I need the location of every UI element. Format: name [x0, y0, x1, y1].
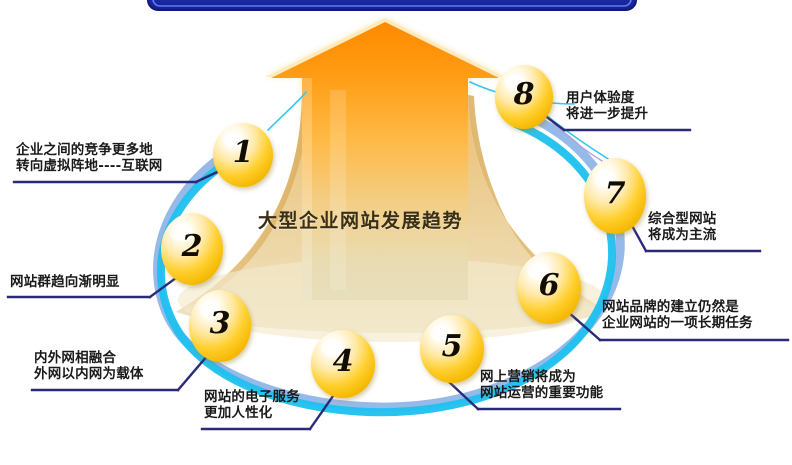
- bubble-number-8[interactable]: 8: [513, 77, 535, 112]
- center-title: 大型企业网站发展趋势: [258, 210, 464, 232]
- callout-label-4[interactable]: 网站的电子服务更加人性化: [204, 389, 300, 422]
- callout-label-3[interactable]: 内外网相融合外网以内网为载体: [34, 350, 144, 383]
- bubble-highlight-1: [223, 132, 244, 148]
- callout-line: 网上营销将成为: [480, 369, 576, 385]
- callout-leader-5: [446, 379, 480, 411]
- callout-line: 企业网站的一项长期任务: [602, 315, 753, 332]
- callout-line: 网站群趋向渐明显: [10, 274, 120, 290]
- bubble-highlight-6: [527, 262, 550, 281]
- callout-line: 企业之间的竞争更多地: [16, 142, 153, 158]
- numbered-bubbles: [161, 65, 646, 398]
- callout-label-8[interactable]: 用户体验度将进一步提升: [566, 90, 648, 123]
- callout-line: 内外网相融合: [34, 350, 117, 366]
- bubble-highlight-4: [321, 340, 344, 357]
- upward-growth-arrow: [271, 22, 499, 300]
- callout-line: 将成为主流: [648, 227, 717, 244]
- bubble-highlight-2: [171, 223, 193, 242]
- callout-line: 将进一步提升: [566, 106, 649, 123]
- callout-label-7[interactable]: 综合型网站将成为主流: [648, 211, 717, 244]
- bubble-number-5[interactable]: 5: [441, 329, 463, 364]
- callout-line: 外网以内网为载体: [34, 366, 144, 383]
- callout-line: 综合型网站: [648, 211, 717, 227]
- bubble-number-7[interactable]: 7: [604, 176, 626, 211]
- bubble-number-6[interactable]: 6: [538, 268, 560, 303]
- callout-line: 网站的电子服务: [204, 389, 300, 405]
- callout-label-1[interactable]: 企业之间的竞争更多地转向虚拟阵地----互联网: [16, 142, 163, 175]
- callout-label-5[interactable]: 网上营销将成为网站运营的重要功能: [480, 369, 603, 402]
- bubble-highlight-3: [199, 300, 221, 319]
- bubble-number-1[interactable]: 1: [232, 135, 254, 170]
- bubble-highlight-7: [594, 169, 616, 188]
- callout-label-6[interactable]: 网站品牌的建立仍然是企业网站的一项长期任务: [602, 299, 753, 332]
- callout-leader-6: [566, 310, 602, 342]
- callout-line: 更加人性化: [204, 405, 273, 422]
- bubble-highlight-5: [430, 325, 453, 342]
- callout-line: 网站运营的重要功能: [480, 385, 604, 402]
- callout-leader-3: [176, 353, 210, 392]
- callout-line: 转向虚拟阵地----互联网: [16, 158, 163, 175]
- bubble-number-2[interactable]: 2: [181, 229, 203, 264]
- top-title-bar: [147, 0, 637, 11]
- bubble-number-3[interactable]: 3: [209, 306, 231, 341]
- callout-line: 网站品牌的建立仍然是: [602, 299, 739, 315]
- bubble-number-4[interactable]: 4: [332, 344, 354, 379]
- thin-curve-top-left: [267, 91, 307, 131]
- bubble-highlight-8: [504, 74, 525, 90]
- callout-line: 用户体验度: [566, 90, 635, 106]
- callout-label-2[interactable]: 网站群趋向渐明显: [10, 274, 120, 290]
- callout-leader-4: [308, 394, 335, 431]
